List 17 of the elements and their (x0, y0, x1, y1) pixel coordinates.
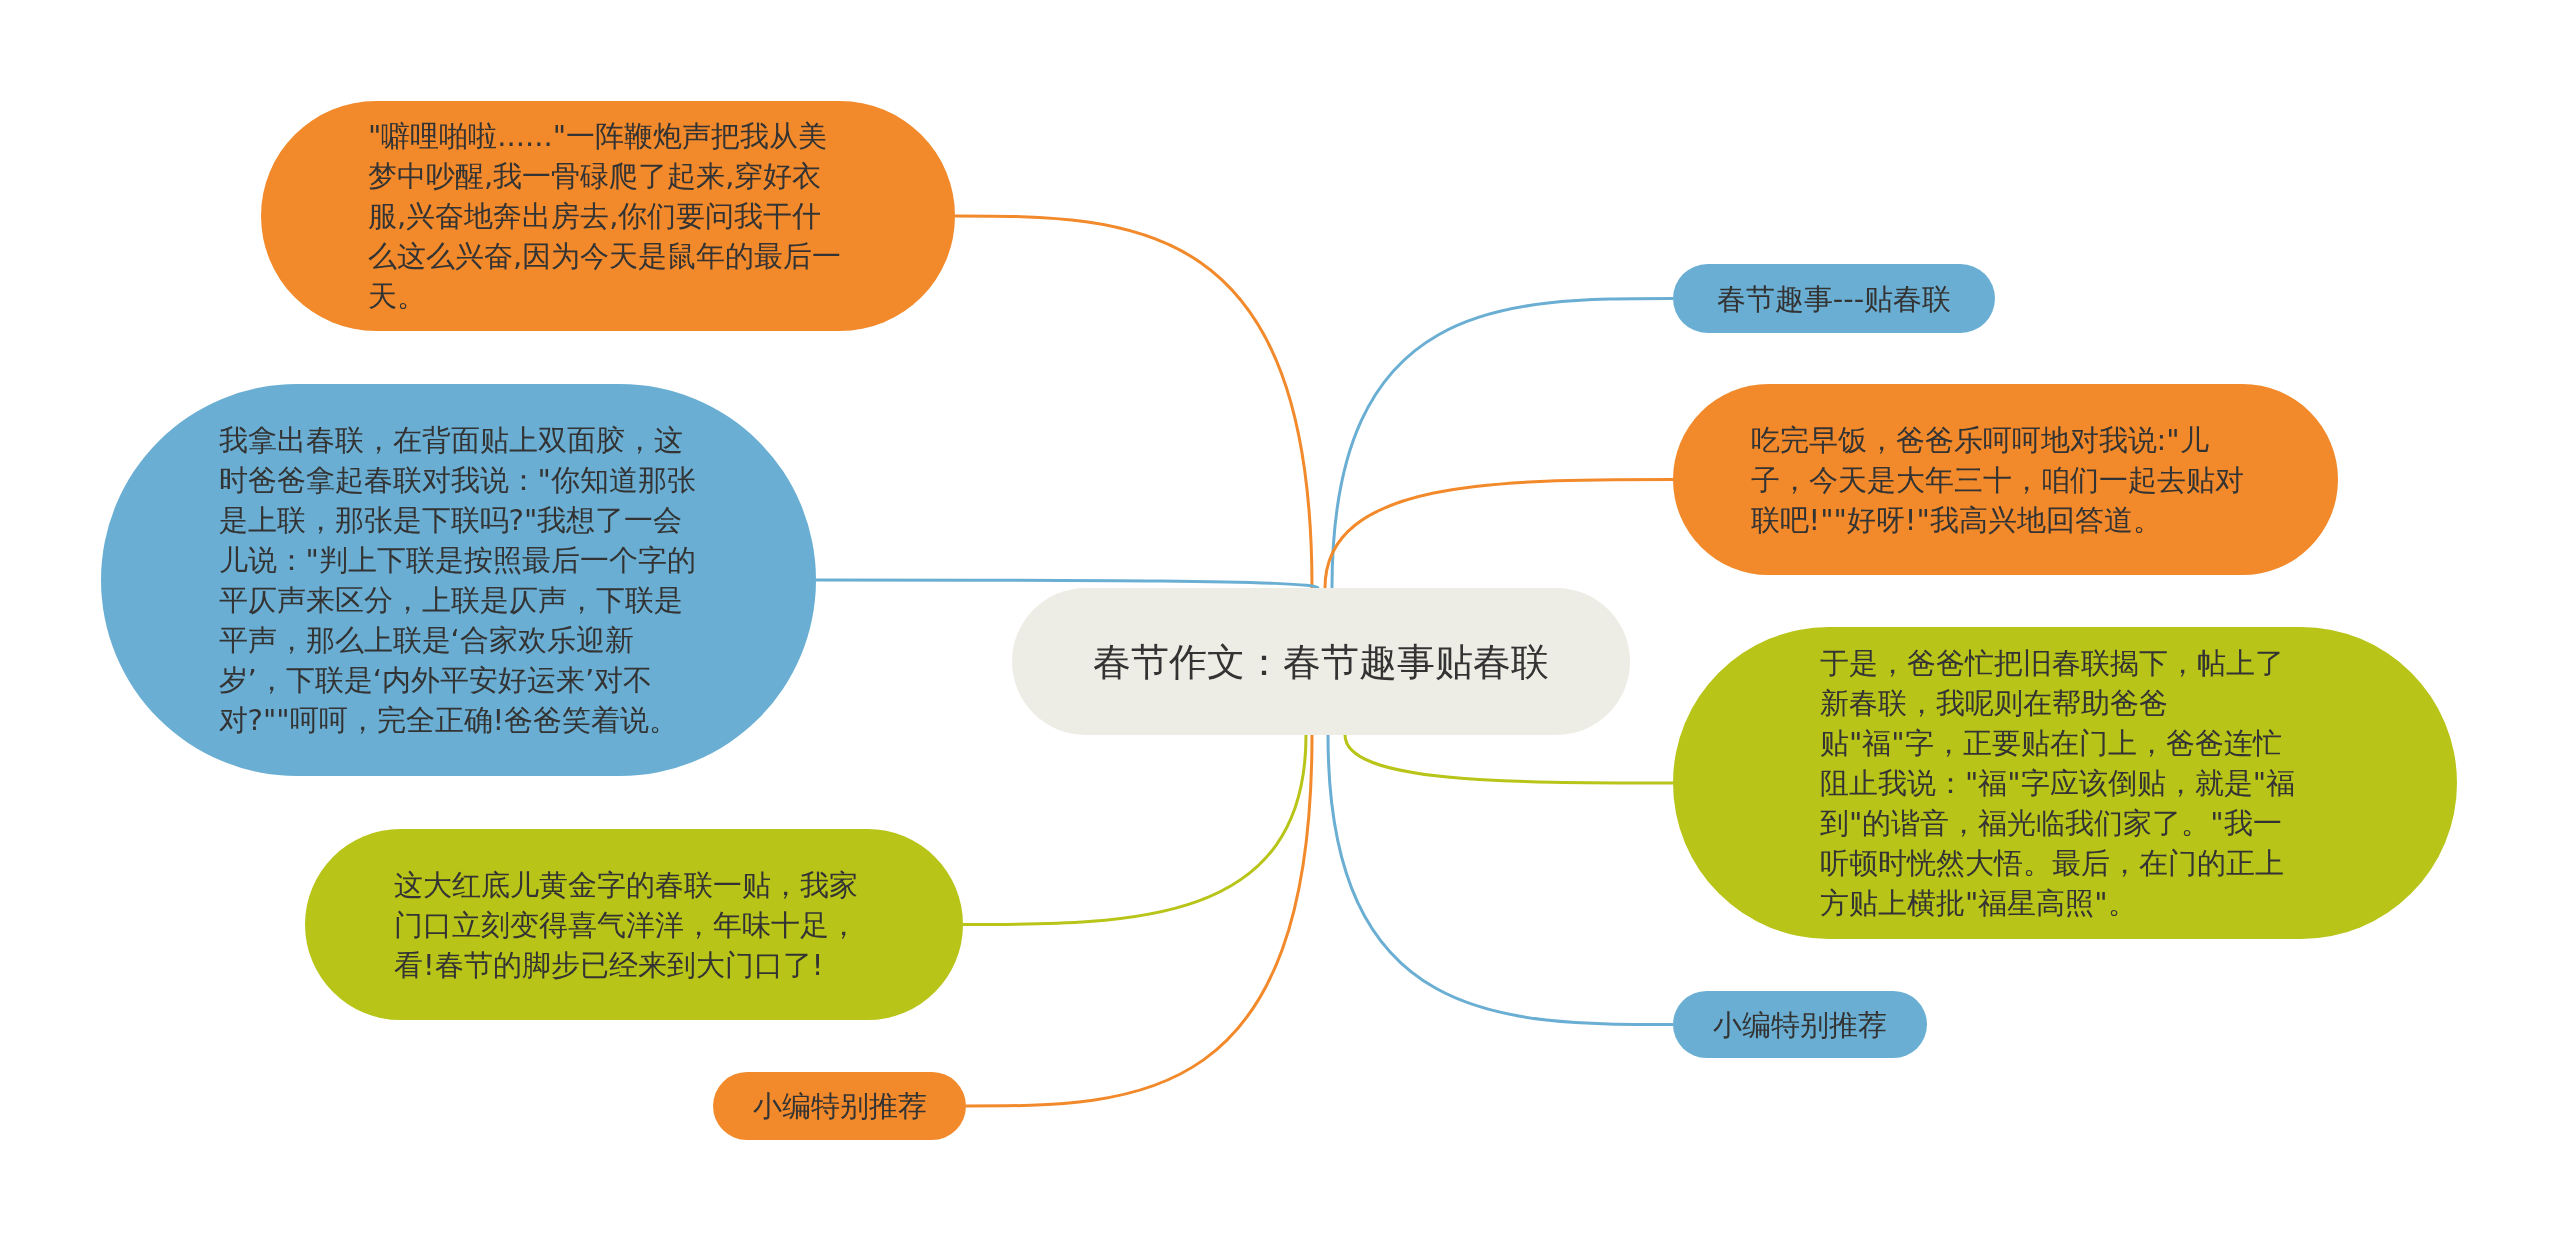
connector-line (955, 214, 1314, 589)
node-text: "噼哩啪啦......"一阵鞭炮声把我从美梦中吵醒,我一骨碌爬了起来,穿好衣服,兴奋地奔出房去,你们要问我干什么这么兴奋,因为今天是鼠年的最后一天。 (368, 118, 843, 315)
node-text: 于是，爸爸忙把旧春联揭下，帖上了新春联，我呢则在帮助爸爸贴"福"字，正要贴在门上，爸爸连忙阻止我说："福"字应该倒贴，就是"福到"的谐音，福光临我们家了。"我一听顿时恍然大悟。最后，在门的正上方贴上横批"福星高照"。 (1820, 645, 2297, 922)
node-text: 小编特别推荐 (1713, 1006, 1887, 1044)
connector-line (963, 734, 1308, 926)
node-text: 这大红底儿黄金字的春联一贴，我家门口立刻变得喜气洋洋，年味十足，看!春节的脚步已经来到大门口了! (394, 866, 859, 984)
node-text: 春节作文：春节趣事贴春联 (1092, 638, 1550, 686)
connector-line (1330, 297, 1673, 589)
node-text: 吃完早饭，爸爸乐呵呵地对我说:"儿子，今天是大年三十，咱们一起去贴对联吧!""好呀!"我高兴地回答道。 (1750, 421, 2245, 539)
node-text: 春节趣事---贴春联 (1716, 280, 1952, 318)
node-text: 小编特别推荐 (752, 1088, 927, 1125)
connector-line (1323, 478, 1673, 589)
node-text: 我拿出春联，在背面贴上双面胶，这时爸爸拿起春联对我说："你知道那张是上联，那张是下联吗?"我想了一会儿说："判上下联是按照最后一个字的平仄声来区分，上联是仄声，下联是平声，那么上联是‘合家欢乐迎新岁’，下联是‘内外平安好运来’对不对?""呵呵，完全正确!爸爸笑着说。 (218, 422, 697, 739)
connector-line (816, 578, 1319, 590)
connector-line (1326, 734, 1673, 1026)
connector-line (1343, 734, 1673, 785)
connector-line (966, 734, 1314, 1108)
